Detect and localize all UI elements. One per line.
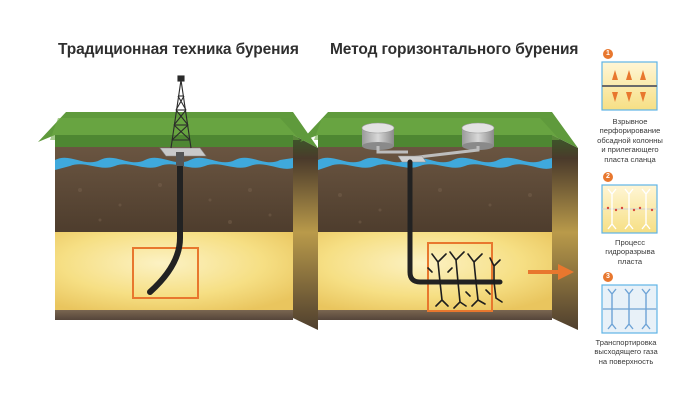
rock-layer (318, 310, 552, 320)
target-zone-box (427, 242, 493, 312)
step-2-caption: Процесс гидроразрыва пласта (605, 238, 655, 266)
step-2-badge: 2 (603, 172, 613, 182)
water-layer (318, 157, 552, 170)
fracture-network (427, 251, 503, 309)
grass-strip (55, 135, 293, 147)
step-1-illustration (601, 61, 658, 111)
horizontal-well-pipe (407, 159, 503, 285)
step-3-illustration (601, 284, 658, 334)
storage-tank-right (461, 122, 495, 150)
arrow-head (558, 264, 574, 280)
step-1-badge: 1 (603, 49, 613, 59)
grass-strip (318, 135, 552, 147)
target-zone-box (132, 247, 199, 299)
step-3-badge: 3 (603, 272, 613, 282)
soil-layer (55, 147, 293, 232)
storage-tank-left (361, 122, 395, 150)
rock-layer (55, 310, 293, 320)
vertical-well-pipe (147, 155, 183, 295)
drilling-rig (170, 75, 192, 149)
step-1-caption: Взрывное перфорирование обсадной колонны… (597, 117, 663, 164)
traditional-block (38, 75, 318, 330)
water-layer (55, 157, 293, 170)
block-side-face (293, 135, 318, 330)
horizontal-block (300, 112, 578, 330)
step-2-illustration (601, 184, 658, 234)
block-side-face (552, 135, 578, 330)
shale-layer (318, 232, 552, 310)
step-3-caption: Транспортировка высходящего газа на пове… (594, 338, 658, 366)
title-traditional: Традиционная техника бурения (58, 41, 299, 58)
title-horizontal: Метод горизонтального бурения (330, 41, 579, 58)
